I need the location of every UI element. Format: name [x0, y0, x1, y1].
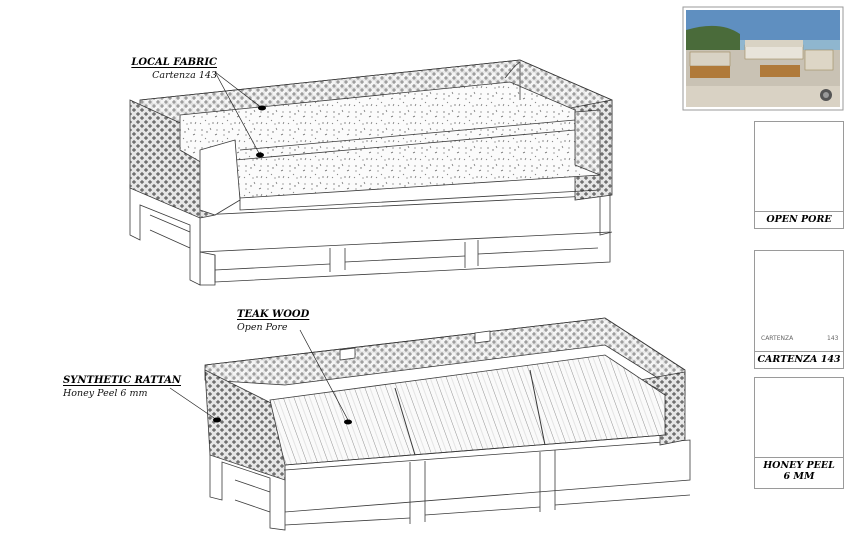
callout-teak-wood-subtitle: Open Pore: [237, 322, 288, 333]
leader-lines: [169, 71, 349, 421]
swatch-label-cartenza: CARTENZA 143: [755, 351, 843, 365]
callout-local-fabric-title: LOCAL FABRIC: [131, 57, 217, 68]
swatch-label-honey-peel-line1: HONEY PEEL: [763, 460, 835, 471]
leader-dot-rattan: [213, 417, 221, 423]
swatch-card-open-pore: OPEN PORE: [754, 121, 844, 229]
leader-dots: [213, 105, 352, 425]
callout-local-fabric: LOCAL FABRIC Cartenza 143: [131, 56, 217, 82]
callout-synthetic-rattan-subtitle: Honey Peel 6 mm: [63, 388, 148, 399]
leader-dot-fabric-back: [258, 105, 266, 111]
swatch-label-open-pore: OPEN PORE: [755, 211, 843, 225]
callout-teak-wood-title: TEAK WOOD: [237, 309, 310, 320]
reference-photo: [682, 6, 844, 111]
callout-synthetic-rattan-title: SYNTHETIC RATTAN: [63, 375, 181, 386]
swatch-label-honey-peel-line2: 6 MM: [783, 471, 815, 482]
swatch-card-cartenza: CARTENZA 143 CARTENZA 143: [754, 250, 844, 369]
swatch-caption-cartenza: CARTENZA: [761, 335, 794, 342]
leader-dot-fabric-seat: [256, 152, 264, 158]
callout-teak-wood: TEAK WOOD Open Pore: [237, 308, 309, 334]
callout-local-fabric-subtitle: Cartenza 143: [152, 70, 217, 81]
sofa-frame-without-cushions: [204, 317, 691, 531]
leader-dot-teak: [344, 419, 352, 425]
swatch-card-honey-peel: HONEY PEEL 6 MM: [754, 377, 844, 489]
callout-synthetic-rattan: SYNTHETIC RATTAN Honey Peel 6 mm: [63, 374, 181, 400]
sofa-with-cushions: [129, 59, 613, 286]
swatch-label-honey-peel: HONEY PEEL 6 MM: [755, 457, 843, 482]
swatch-caption-code: 143: [827, 335, 839, 342]
